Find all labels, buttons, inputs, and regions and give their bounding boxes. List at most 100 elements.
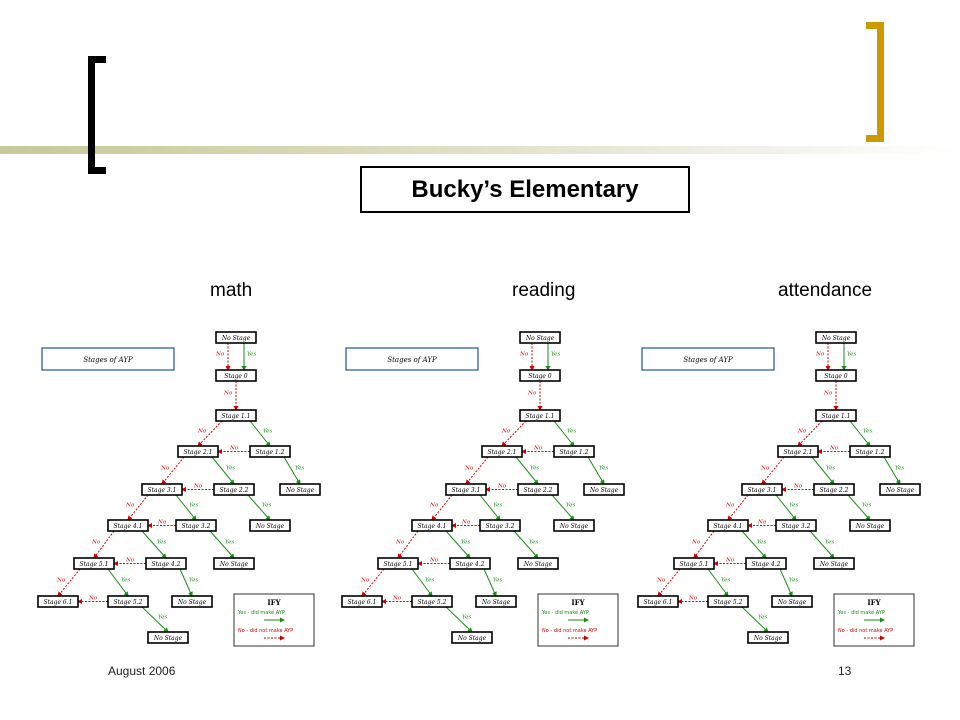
stage-node-label: Stage 4.2 [752, 561, 781, 568]
stage-node-label: No Stage [559, 523, 589, 530]
stage-node: Stage 4.1 [707, 519, 749, 532]
no-edge-label: No [501, 429, 511, 435]
stage-node: Stage 1.1 [815, 409, 857, 422]
stage-node-box [475, 595, 517, 608]
yes-arrow [283, 456, 301, 485]
stage-node: No Stage [815, 331, 857, 344]
no-edge-label: No [160, 466, 170, 472]
stage-node-label: Stage 1.2 [256, 449, 285, 456]
stage-node-box [445, 483, 487, 496]
no-edge-label: No [815, 352, 825, 358]
stage-node: Stage 3.2 [175, 519, 217, 532]
no-edge-label: No [527, 391, 537, 397]
stage-node-label: Stage 0 [528, 373, 551, 380]
column-label-math: math [210, 280, 253, 301]
stage-node: Stage 1.2 [553, 445, 595, 458]
yes-arrow [551, 494, 575, 521]
stage-node: Stage 4.2 [745, 557, 787, 570]
yes-edge-label: Yes [462, 615, 471, 621]
yes-arrow [141, 606, 169, 633]
no-edge-label: No [193, 484, 203, 490]
stage-node-box [37, 595, 79, 608]
stage-node: No Stage [849, 519, 891, 532]
key-title: IFY [867, 598, 881, 607]
yes-edge-label: Yes [789, 503, 798, 509]
no-edge-label: No [223, 391, 233, 397]
stage-node: Stage 2.1 [777, 445, 819, 458]
stage-node: Stage 2.2 [813, 483, 855, 496]
no-edge-label: No [429, 558, 439, 564]
stage-node-box [553, 519, 595, 532]
yes-arrow [741, 530, 767, 559]
stage-node: No Stage [171, 595, 213, 608]
key-frame [233, 593, 315, 647]
stage-node-box [879, 483, 921, 496]
yes-edge-label: Yes [789, 578, 798, 584]
stage-node-label: No Stage [819, 561, 849, 568]
no-arrow [197, 420, 223, 447]
no-arrow [693, 530, 715, 559]
no-arrow [127, 494, 149, 521]
stage-node-box [815, 369, 857, 382]
stage-node-box [813, 483, 855, 496]
stage-node-label: No Stage [589, 487, 619, 494]
key-no-text: No - did not make AYP [542, 628, 597, 634]
yes-edge-label: Yes [225, 540, 234, 546]
yes-arrow [775, 494, 797, 521]
no-arrow [431, 494, 453, 521]
no-arrow [397, 530, 419, 559]
no-edge-label: No [215, 352, 225, 358]
stage-node: No Stage [213, 557, 255, 570]
stage-node-box [707, 519, 749, 532]
stage-node-box [583, 483, 625, 496]
legend-title: Stages of AYP [683, 356, 733, 364]
yes-arrow [175, 494, 197, 521]
no-edge-label: No [125, 558, 135, 564]
yes-arrow [513, 530, 539, 559]
yes-edge-label: Yes [189, 578, 198, 584]
no-arrow [465, 456, 489, 485]
stage-node-label: No Stage [855, 523, 885, 530]
yes-edge-label: Yes [721, 578, 730, 584]
no-edge-label: No [429, 503, 439, 509]
column-label-attendance: attendance [778, 280, 873, 301]
no-edge-label: No [464, 466, 474, 472]
stage-node-box [747, 631, 789, 644]
no-arrow [161, 456, 185, 485]
stage-node: Stage 2.1 [177, 445, 219, 458]
footer-page-number: 13 [838, 664, 852, 678]
stage-node-box [213, 557, 255, 570]
stage-node-label: Stage 5.1 [384, 561, 413, 568]
stage-node-label: No Stage [219, 561, 249, 568]
stage-node: Stage 4.1 [411, 519, 453, 532]
stage-node-label: No Stage [153, 635, 183, 642]
no-arrow [361, 568, 385, 597]
no-edge-label: No [725, 558, 735, 564]
stage-node-label: Stage 3.1 [748, 487, 777, 494]
yes-edge-label: Yes [530, 466, 539, 472]
stage-node-box [813, 557, 855, 570]
stage-node-box [449, 557, 491, 570]
stage-node-box [815, 331, 857, 344]
stage-node: Stage 1.2 [249, 445, 291, 458]
yes-arrow [883, 456, 901, 485]
no-edge-label: No [823, 391, 833, 397]
stage-node-label: Stage 1.1 [822, 413, 851, 420]
stage-node-label: Stage 4.1 [418, 523, 447, 530]
stage-node: No Stage [879, 483, 921, 496]
yes-arrow [211, 456, 235, 485]
no-arrow [501, 420, 527, 447]
left-bracket-decoration [88, 56, 106, 174]
stage-node: Stage 1.1 [519, 409, 561, 422]
stage-node-box [451, 631, 493, 644]
no-edge-label: No [56, 578, 66, 584]
stage-node-label: No Stage [885, 487, 915, 494]
stage-node-label: Stage 2.1 [784, 449, 813, 456]
stage-node-box [177, 445, 219, 458]
stage-node: No Stage [553, 519, 595, 532]
yes-edge-label: Yes [757, 540, 766, 546]
stage-node-box [213, 483, 255, 496]
yes-arrow [249, 420, 271, 447]
